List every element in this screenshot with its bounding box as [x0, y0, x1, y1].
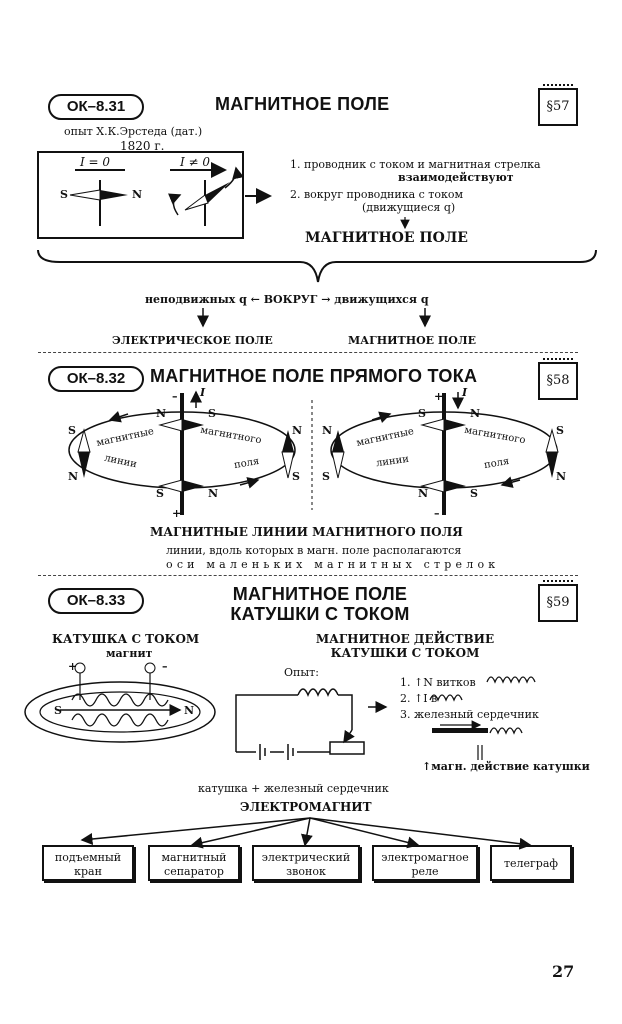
needle-s-label: S	[556, 424, 564, 437]
item-1-text: 1. проводник с током и магнитная стрелка	[290, 158, 541, 171]
page-number: 27	[552, 962, 575, 981]
electromagnet-heading: ЭЛЕКТРОМАГНИТ	[240, 800, 372, 814]
factor-2: 2. ↑I в	[400, 692, 438, 705]
paragraph-ref-icon: §57	[538, 84, 578, 126]
needle-s-label: S	[208, 407, 216, 420]
needle-n-label: N	[322, 424, 333, 437]
paragraph-ref-icon: §59	[538, 580, 578, 622]
coil-minus-terminal: –	[162, 660, 168, 673]
application-label: электрический	[261, 851, 351, 864]
current-nonzero-label: I ≠ 0	[180, 155, 211, 169]
electric-field-label: ЭЛЕКТРИЧЕСКОЕ ПОЛЕ	[112, 334, 273, 347]
needle-s-label: S	[292, 470, 300, 483]
application-label: электромагное	[381, 851, 469, 864]
experiment-label: Опыт:	[284, 666, 319, 679]
factor-result: ↑магн. действие катушки	[422, 760, 590, 773]
paragraph-ref-icon: §58	[538, 358, 578, 400]
needle-s-label: S	[470, 487, 478, 500]
application-label: подъемный	[54, 851, 122, 864]
electromagnet-formula: катушка + железный сердечник	[198, 782, 389, 795]
section-divider	[38, 352, 578, 353]
experiment-name: опыт Х.К.Эрстеда (дат.)	[64, 125, 203, 138]
section-code-badge: ОК–8.32	[48, 366, 144, 392]
result-heading: МАГНИТНОЕ ПОЛЕ	[305, 230, 468, 246]
application-box-bell: электрический звонок	[252, 845, 360, 881]
application-box-separator: магнитный сепаратор	[148, 845, 240, 881]
needle-n-label: N	[208, 487, 219, 500]
needle-s-label: S	[322, 470, 330, 483]
application-label: кран	[74, 865, 102, 878]
around-charges-line: неподвижных q ← ВОКРУГ → движущихся q	[145, 293, 429, 306]
action-heading-2: КАТУШКИ С ТОКОМ	[330, 646, 480, 660]
needle-s-label: S	[418, 407, 426, 420]
current-label: I	[462, 386, 468, 399]
needle-n-label: N	[418, 487, 429, 500]
needle-n-label: N	[556, 470, 567, 483]
application-label: звонок	[286, 865, 326, 878]
plus-terminal: +	[434, 390, 444, 403]
application-box-crane: подъемный кран	[42, 845, 134, 881]
needle-n-label: N	[292, 424, 303, 437]
field-lines-definition-1: линии, вдоль которых в магн. поле распол…	[166, 544, 462, 557]
item-1-emphasis: взаимодействуют	[398, 171, 514, 184]
coil-heading: КАТУШКА С ТОКОМ	[52, 632, 200, 646]
minus-terminal: –	[172, 390, 178, 403]
section-title-line-1: МАГНИТНОЕ ПОЛЕ	[232, 584, 408, 604]
current-label: I	[200, 386, 206, 399]
minus-terminal: –	[434, 507, 440, 520]
needle-s-label: S	[156, 487, 164, 500]
needle-n-label: N	[68, 470, 79, 483]
section-title: МАГНИТНОЕ ПОЛЕ ПРЯМОГО ТОКА	[150, 366, 478, 386]
coil-n-label: N	[184, 704, 195, 717]
north-pole-label: N	[132, 188, 143, 201]
application-box-telegraph: телеграф	[490, 845, 572, 881]
application-label: телеграф	[503, 857, 559, 870]
section-code-badge: ОК–8.33	[48, 588, 144, 614]
application-box-relay: электромагное реле	[372, 845, 478, 881]
experiment-year: 1820 г.	[120, 139, 165, 153]
section-code-badge: ОК–8.31	[48, 94, 144, 120]
field-lines-heading: МАГНИТНЫЕ ЛИНИИ МАГНИТНОГО ПОЛЯ	[150, 525, 463, 539]
item-2-note: (движущиеся q)	[362, 201, 456, 214]
plus-terminal: +	[172, 507, 182, 520]
application-label: реле	[411, 865, 439, 878]
factor-3: 3. железный сердечник	[400, 708, 539, 721]
field-lines-definition-2: оси маленьких магнитных стрелок	[166, 558, 500, 571]
magnetic-field-label: МАГНИТНОЕ ПОЛЕ	[348, 334, 476, 347]
application-label: магнитный	[161, 851, 227, 864]
factor-1: 1. ↑N витков	[400, 676, 476, 689]
action-heading-1: МАГНИТНОЕ ДЕЙСТВИЕ	[315, 632, 495, 646]
coil-s-label: S	[54, 704, 62, 717]
item-2-text: 2. вокруг проводника с током	[290, 188, 464, 201]
application-label: сепаратор	[164, 865, 224, 878]
coil-plus-terminal: +	[68, 660, 78, 673]
current-zero-label: I = 0	[80, 155, 111, 169]
section-title: МАГНИТНОЕ ПОЛЕ	[215, 94, 390, 114]
needle-n-label: N	[156, 407, 167, 420]
section-title-line-2: КАТУШКИ С ТОКОМ	[230, 604, 410, 624]
needle-s-label: S	[68, 424, 76, 437]
section-divider	[38, 575, 578, 576]
south-pole-label: S	[60, 188, 68, 201]
needle-n-label: N	[470, 407, 481, 420]
coil-subheading: магнит	[106, 647, 153, 660]
